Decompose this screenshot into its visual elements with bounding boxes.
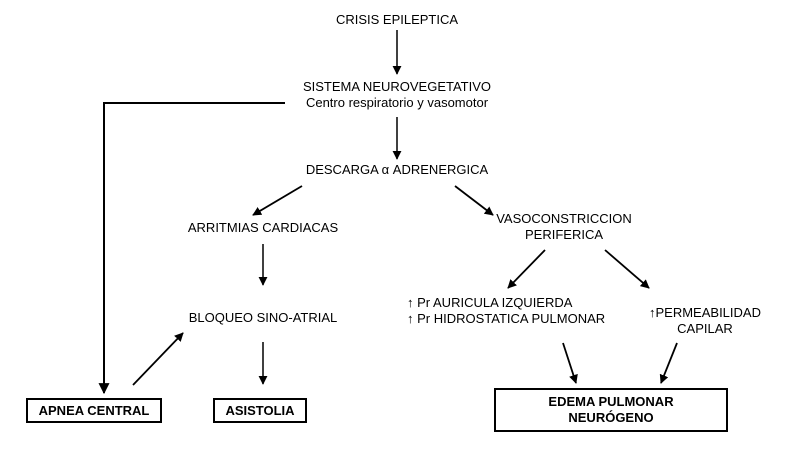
node-bloqueo-sino-atrial: BLOQUEO SINO-ATRIAL (188, 310, 338, 325)
box-apnea-central: APNEA CENTRAL (26, 398, 162, 423)
node-arritmias-cardiacas: ARRITMIAS CARDIACAS (187, 220, 339, 235)
box-edema-line1: EDEMA PULMONAR (548, 394, 674, 409)
node-hidrostatica: ↑ Pr HIDROSTATICA PULMONAR (407, 311, 606, 326)
node-auricula: ↑ Pr AURICULA IZQUIERDA (407, 295, 573, 310)
node-sistema-title: SISTEMA NEUROVEGETATIVO (302, 79, 492, 94)
node-permeabilidad-capilar: ↑PERMEABILIDAD CAPILAR (645, 305, 765, 337)
box-edema-pulmonar-neurogeno: EDEMA PULMONAR NEURÓGENO (494, 388, 728, 432)
node-descarga-adrenergica: DESCARGA α ADRENERGICA (305, 162, 489, 177)
box-apnea-label: APNEA CENTRAL (38, 402, 150, 418)
node-crisis-epileptica: CRISIS EPILEPTICA (335, 12, 459, 27)
node-sistema-subtitle: Centro respiratorio y vasomotor (305, 95, 489, 110)
box-edema-line2: NEURÓGENO (568, 410, 654, 425)
arrow-apnea-to-bloqueo (132, 332, 184, 386)
node-sistema-neurovegetativo: SISTEMA NEUROVEGETATIVO Centro respirato… (270, 79, 524, 111)
node-permeab-line1: ↑PERMEABILIDAD (649, 305, 761, 320)
node-vasoconstriccion-periferica: VASOCONSTRICCION PERIFERICA (484, 211, 644, 243)
node-vaso-line1: VASOCONSTRICCION (496, 211, 632, 226)
arrow-descarga-to-arritmias (252, 185, 303, 216)
arrow-permeabilidad-to-edema (659, 342, 678, 384)
arrow-sistema-to-apnea (98, 102, 285, 395)
node-vaso-line2: PERIFERICA (524, 227, 603, 242)
box-asistolia-label: ASISTOLIA (225, 402, 295, 418)
arrow-vaso-to-permeabilidad (604, 249, 650, 289)
arrow-vaso-to-auricula (507, 249, 546, 289)
arrow-hidrostatica-to-edema (562, 342, 578, 384)
arrow-descarga-to-vaso (454, 185, 494, 216)
box-asistolia: ASISTOLIA (213, 398, 307, 423)
node-presion-auricula-hidrostatica: ↑ Pr AURICULA IZQUIERDA ↑ Pr HIDROSTATIC… (407, 295, 605, 327)
node-permeab-line2: CAPILAR (677, 321, 733, 336)
